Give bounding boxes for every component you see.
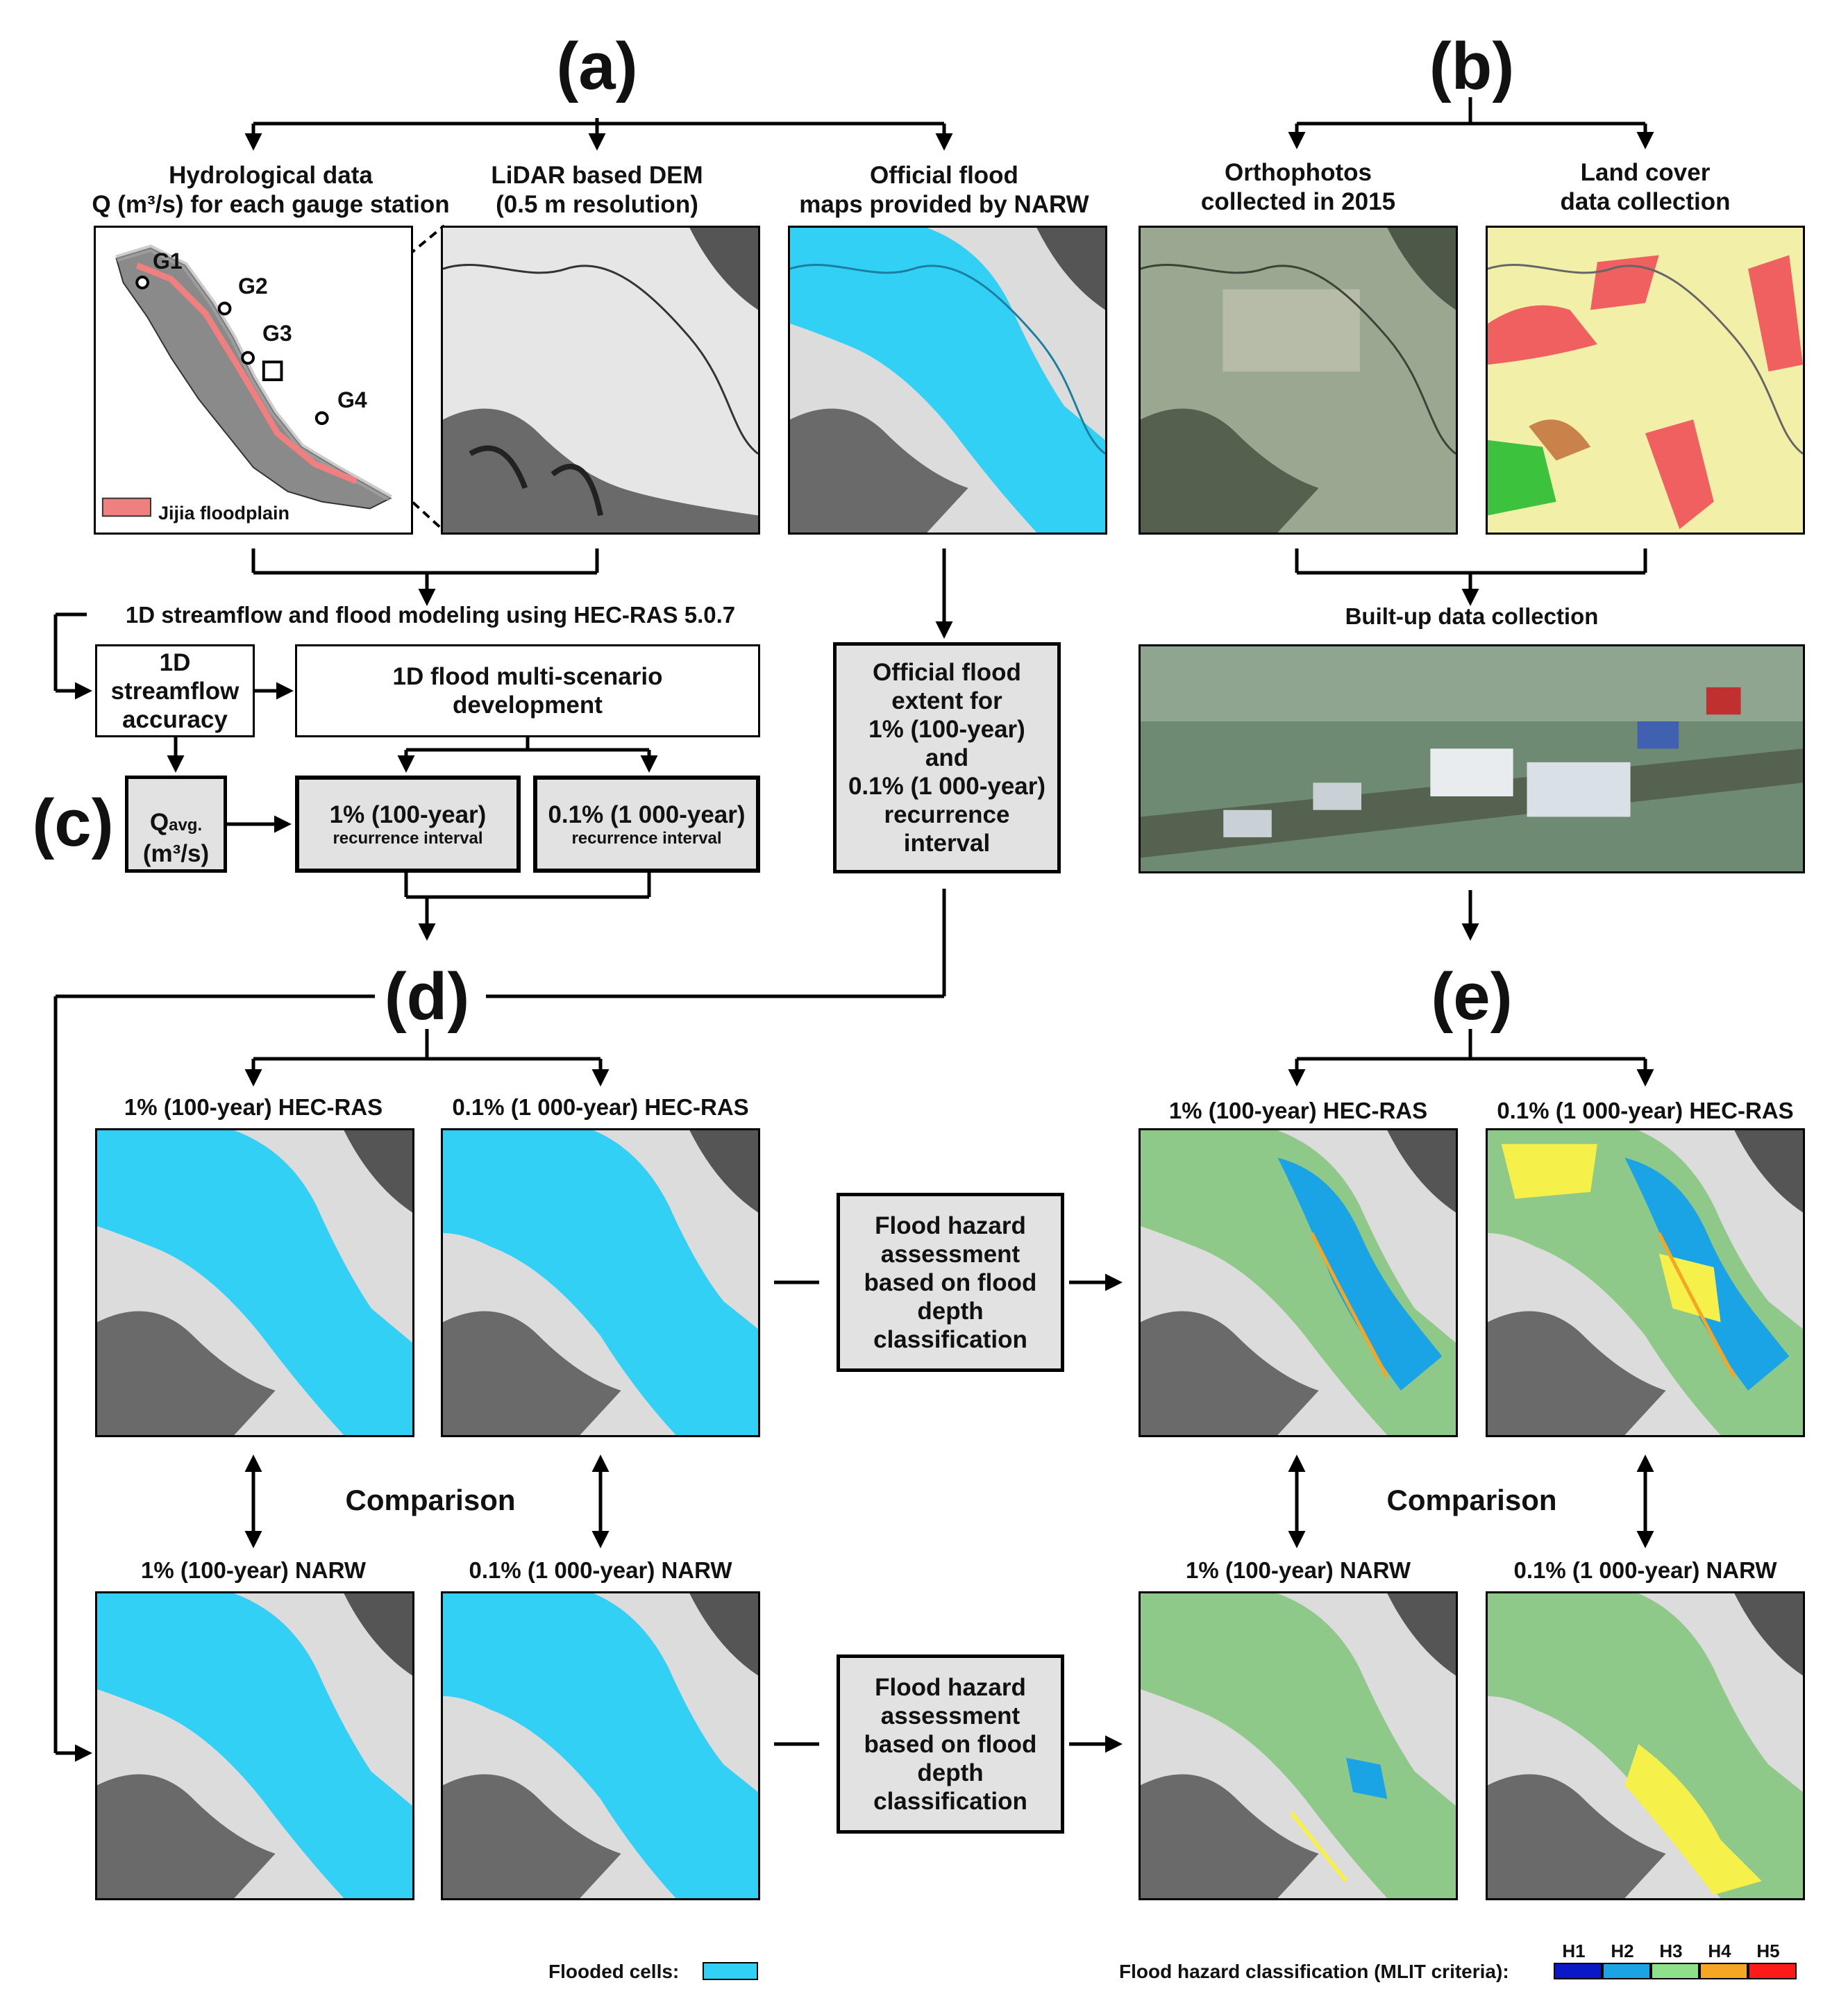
d-caption-narw-01pct: 0.1% (1 000-year) NARW (469, 1557, 732, 1583)
d-caption-hec-1pct: 1% (100-year) HEC-RAS (124, 1094, 383, 1120)
official-extent-box: Official flood extent for 1% (100-year) … (833, 642, 1061, 873)
e-caption-narw-01pct: 0.1% (1 000-year) NARW (1513, 1557, 1777, 1583)
recurrence-1pct-box: 1% (100-year) recurrence interval (295, 776, 521, 873)
hazard-class-label: H4 (1708, 1941, 1731, 1961)
e-panel-hec-1pct (1139, 1128, 1458, 1437)
q-unit: (m³/s) (142, 839, 210, 867)
d-panel-narw-01pct (441, 1591, 760, 1900)
recurrence-1pct-label: 1% (100-year) (329, 801, 487, 828)
q-avg-box: Qavg. (m³/s) (125, 776, 227, 873)
builtup-title: Built-up data collection (1345, 603, 1599, 629)
section-label-c: (c) (32, 786, 114, 860)
section-label-b: (b) (1429, 29, 1515, 103)
streamflow-accuracy-box: 1D streamflow accuracy (95, 644, 255, 737)
d-comparison-label: Comparison (345, 1484, 516, 1516)
gauge-label-g3: G3 (262, 321, 292, 346)
builtup-photo (1139, 644, 1805, 873)
hazard-class-swatch (1699, 1963, 1748, 1979)
section-label-d: (d) (384, 960, 470, 1034)
lidar-dem-panel (441, 226, 760, 535)
d-panel-hec-01pct (441, 1128, 760, 1437)
recurrence-01pct-sub: recurrence interval (571, 828, 722, 848)
gauge-label-g2: G2 (238, 274, 268, 299)
hazard-class-label: H2 (1611, 1941, 1634, 1961)
d-caption-narw-1pct: 1% (100-year) NARW (140, 1557, 366, 1583)
hazard-class-swatch (1554, 1963, 1602, 1979)
hazard-assessment-box-top: Flood hazard assessment based on flood d… (837, 1193, 1064, 1372)
locator-map: G1 G2 G3 G4 Jijia floodplain (94, 226, 413, 535)
section-label-a: (a) (556, 29, 638, 103)
e-comparison-label: Comparison (1386, 1484, 1557, 1516)
e-caption-narw-1pct: 1% (100-year) NARW (1185, 1557, 1411, 1583)
flooded-cells-legend-label: Flooded cells: (548, 1961, 680, 1982)
caption-lidar-dem: LiDAR based DEM (0.5 m resolution) (491, 162, 703, 218)
caption-hydrological-data: Hydrological data Q (m³/s) for each gaug… (92, 162, 450, 218)
e-panel-narw-01pct (1486, 1591, 1805, 1900)
hazard-class-swatch (1651, 1963, 1699, 1979)
hazard-class-label: H3 (1659, 1941, 1683, 1961)
e-panel-narw-1pct (1139, 1591, 1458, 1900)
recurrence-01pct-label: 0.1% (1 000-year) (548, 801, 746, 828)
d-panel-narw-1pct (95, 1591, 414, 1900)
orthophoto-panel (1139, 226, 1458, 535)
hazard-class-label: H1 (1562, 1941, 1586, 1961)
d-panel-hec-1pct (95, 1128, 414, 1437)
caption-orthophotos: Orthophotos collected in 2015 (1200, 159, 1396, 215)
e-caption-hec-01pct: 0.1% (1 000-year) HEC-RAS (1497, 1098, 1794, 1123)
caption-land-cover: Land cover data collection (1560, 159, 1731, 215)
e-panel-hec-01pct (1486, 1128, 1805, 1437)
modeling-title: 1D streamflow and flood modeling using H… (125, 602, 736, 628)
gauge-label-g4: G4 (337, 387, 367, 412)
hazard-assessment-box-bottom: Flood hazard assessment based on flood d… (837, 1654, 1064, 1834)
section-label-e: (e) (1431, 960, 1513, 1034)
recurrence-01pct-box: 0.1% (1 000-year) recurrence interval (533, 776, 760, 873)
hazard-class-swatch (1748, 1963, 1797, 1979)
hazard-classification-legend-label: Flood hazard classification (MLIT criter… (1119, 1961, 1509, 1982)
land-cover-panel (1486, 226, 1805, 535)
hazard-class-label: H5 (1756, 1941, 1780, 1961)
multi-scenario-box: 1D flood multi-scenario development (295, 644, 760, 737)
recurrence-1pct-sub: recurrence interval (333, 828, 483, 848)
q-subscript: avg. (169, 815, 203, 835)
flooded-cells-swatch (703, 1962, 758, 1980)
q-label: Q (149, 808, 169, 836)
floodplain-legend-label: Jijia floodplain (158, 503, 290, 523)
d-caption-hec-01pct: 0.1% (1 000-year) HEC-RAS (452, 1094, 749, 1120)
official-flood-map-panel (788, 226, 1107, 535)
gauge-label-g1: G1 (153, 249, 183, 274)
caption-official-maps: Official flood maps provided by NARW (799, 162, 1089, 218)
hazard-class-swatch (1602, 1963, 1651, 1979)
e-caption-hec-1pct: 1% (100-year) HEC-RAS (1168, 1098, 1428, 1123)
